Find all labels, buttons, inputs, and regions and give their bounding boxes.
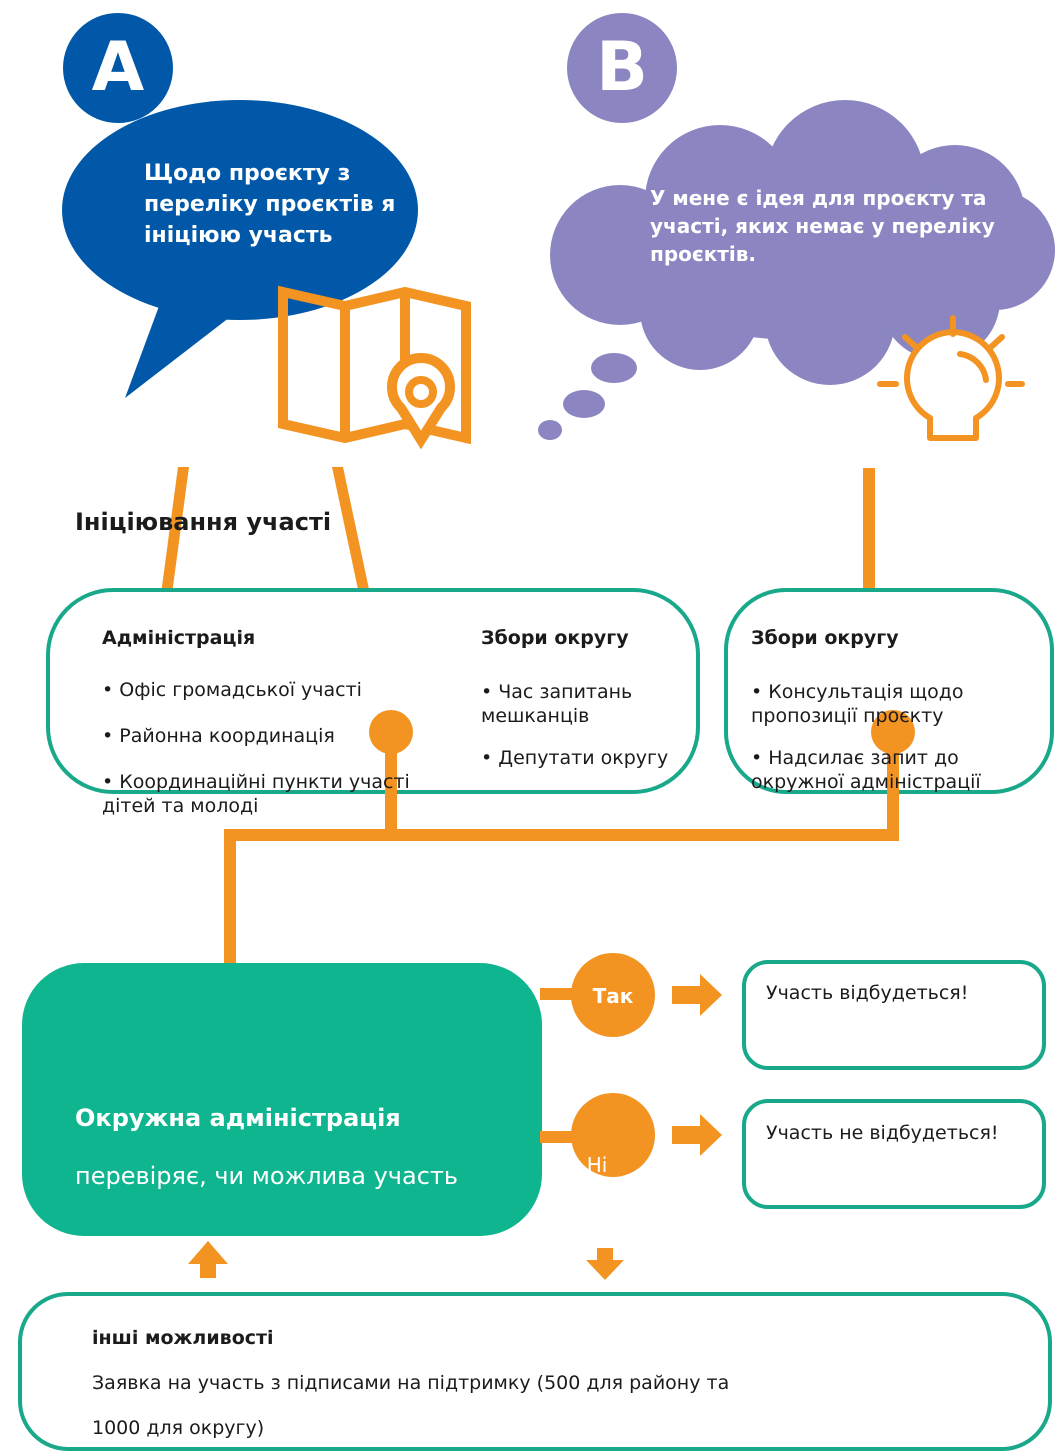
no-result-text: Участь не відбудеться! bbox=[766, 1122, 999, 1144]
badge-a-label: A bbox=[91, 28, 145, 107]
admin-item-2: • Районна координація bbox=[102, 725, 335, 747]
district-admin-box bbox=[22, 963, 542, 1236]
district-admin-subtitle: перевіряє, чи можлива участь bbox=[75, 1162, 459, 1190]
initiation-box-left bbox=[46, 588, 700, 794]
badge-b-label: B bbox=[596, 28, 648, 107]
yes-result-box bbox=[742, 960, 1046, 1070]
map-pin-icon bbox=[278, 285, 471, 450]
badge-a-circle bbox=[63, 13, 173, 123]
admin-heading: Адміністрація bbox=[102, 627, 256, 649]
district-heading: Збори округу bbox=[481, 627, 629, 649]
option-a-text: Щодо проєкту з переліку проєктів я ініці… bbox=[144, 161, 396, 248]
no-label: Ні bbox=[586, 1153, 608, 1177]
right-box-item-2: • Надсилає запит до окружної адміністрац… bbox=[751, 747, 981, 793]
badge-b-circle bbox=[567, 13, 677, 123]
yes-result-text: Участь відбудеться! bbox=[766, 982, 969, 1004]
option-b-text: У мене є ідея для проєкту та участі, яки… bbox=[650, 186, 995, 266]
decision-connectors bbox=[540, 953, 722, 1177]
district-item-2: • Депутати округу bbox=[481, 747, 669, 769]
other-possibilities-box bbox=[18, 1292, 1052, 1451]
right-box-item-1: • Консультація щодо пропозиції проєкту bbox=[751, 681, 964, 727]
thought-cloud-b bbox=[538, 100, 1055, 440]
yes-label: Так bbox=[592, 984, 634, 1008]
admin-item-3: • Координаційні пункти участі дітей та м… bbox=[102, 771, 410, 817]
initiation-title: Ініціювання участі bbox=[75, 508, 332, 536]
bottom-arrows bbox=[188, 1241, 624, 1280]
speech-bubble-a bbox=[62, 100, 418, 398]
lightbulb-icon bbox=[877, 315, 1025, 441]
district-item-1: • Час запитань мешканців bbox=[481, 681, 633, 727]
other-line-1: Заявка на участь з підписами на підтримк… bbox=[92, 1372, 730, 1394]
other-title: інші можливості bbox=[92, 1327, 274, 1349]
admin-item-1: • Офіс громадської участі bbox=[102, 679, 362, 701]
right-box-heading: Збори округу bbox=[751, 627, 899, 649]
district-admin-title: Окружна адміністрація bbox=[75, 1104, 401, 1132]
other-line-2: 1000 для округу) bbox=[92, 1417, 265, 1439]
no-result-box bbox=[742, 1099, 1046, 1209]
